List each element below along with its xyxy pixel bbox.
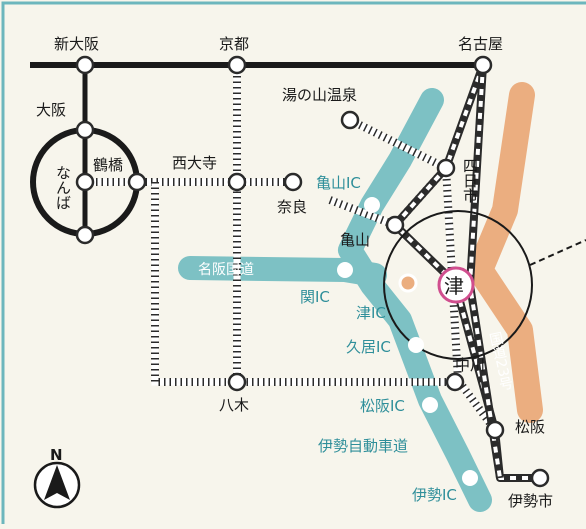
station-nishi-oji: 西大寺: [172, 154, 217, 172]
station-nakagawa: 中川: [455, 356, 485, 374]
ic-matsusaka: 松阪IC: [360, 397, 405, 415]
road-meihan-label: 名阪国道: [198, 262, 254, 278]
ic-kameyama: 亀山IC: [316, 174, 361, 192]
tsu-zoom-circle: [383, 210, 533, 360]
station-kameyama: 亀山: [340, 231, 370, 249]
ic-seki: 関IC: [300, 288, 330, 306]
station-nara: 奈良: [277, 198, 307, 216]
station-nodes: [75, 55, 550, 488]
station-yunoyama: 湯の山温泉: [282, 86, 357, 104]
station-shin-osaka: 新大阪: [54, 35, 99, 53]
station-namba: なんば: [54, 165, 72, 210]
ic-hisai: 久居IC: [346, 338, 391, 356]
station-kyoto: 京都: [219, 35, 249, 53]
station-yagi: 八木: [219, 396, 249, 414]
station-yokkaichi: 四日市: [461, 158, 479, 203]
zoom-leader-line: [529, 239, 586, 266]
north-label: N: [50, 446, 63, 464]
route-23-band: [467, 82, 543, 423]
road-ise-expressway-label: 伊勢自動車道: [318, 437, 408, 455]
station-tsuruhashi: 鶴橋: [93, 156, 123, 174]
station-matsusaka: 松阪: [515, 418, 545, 436]
north-arrow: N: [33, 446, 81, 509]
ic-ise: 伊勢IC: [412, 486, 457, 504]
station-nagoya: 名古屋: [458, 35, 503, 53]
station-tsu: 津: [444, 274, 464, 298]
station-iseshi: 伊勢市: [508, 492, 553, 510]
ic-tsu: 津IC: [356, 304, 386, 322]
station-osaka: 大阪: [36, 101, 66, 119]
ic-nodes: [337, 197, 478, 486]
tsu-station-marker: [437, 266, 475, 304]
